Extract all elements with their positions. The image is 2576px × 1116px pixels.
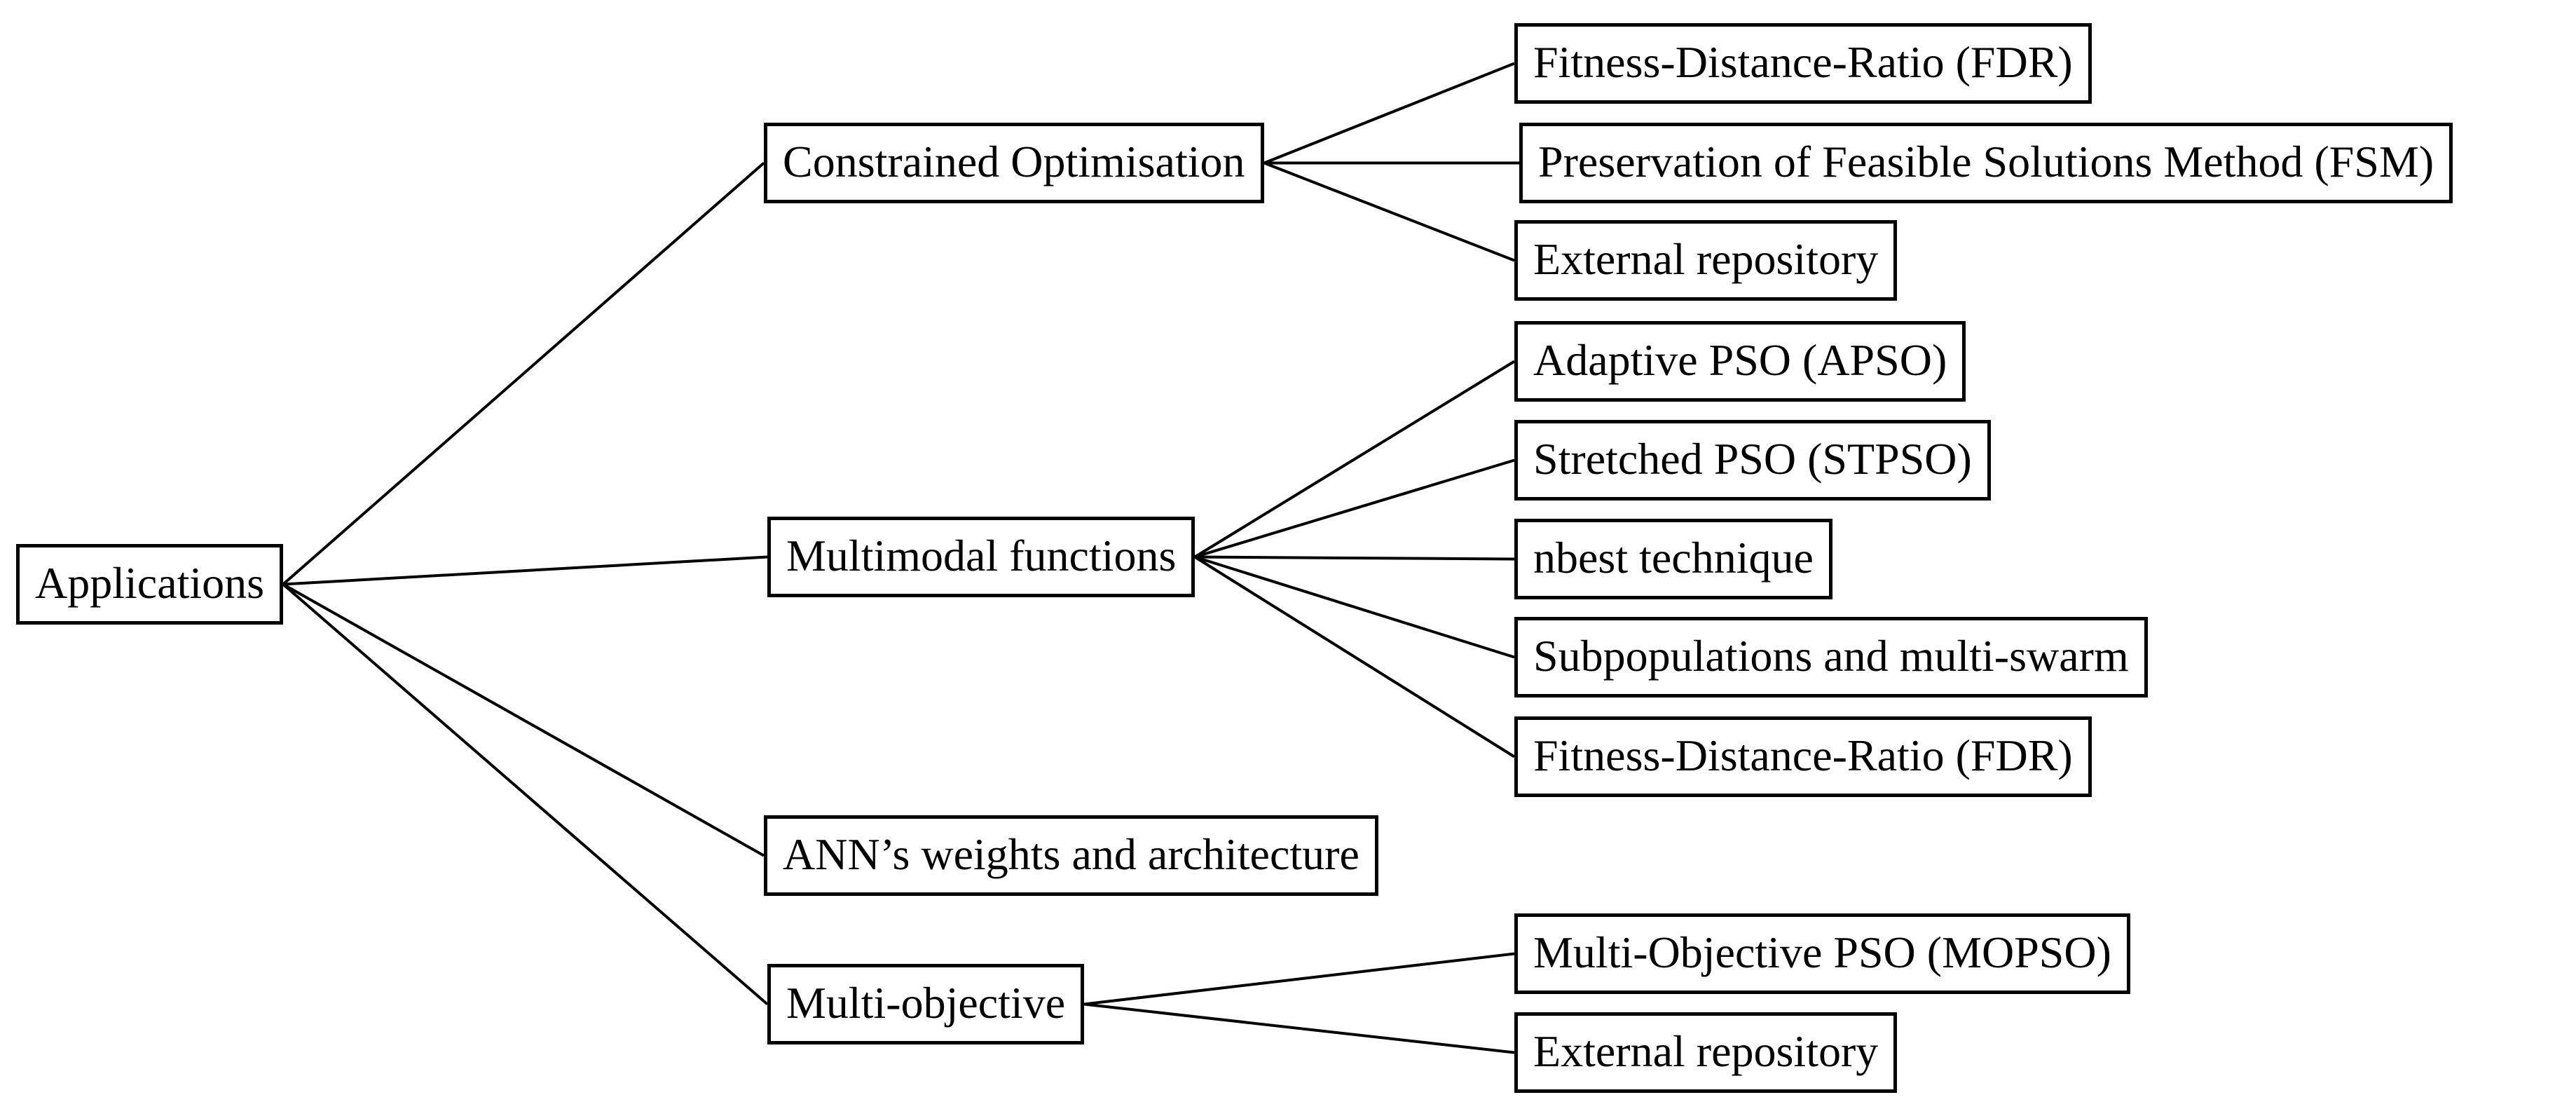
- node-apso: Adaptive PSO (APSO): [1514, 321, 1966, 402]
- node-label: Stretched PSO (STPSO): [1533, 434, 1972, 484]
- edge-multi-objective-to-mopso: [1083, 952, 1515, 1006]
- node-mopso: Multi-Objective PSO (MOPSO): [1514, 913, 2130, 995]
- edge-multi-objective-to-external-repository-2: [1083, 1002, 1515, 1054]
- node-label: Subpopulations and multi-swarm: [1533, 631, 2129, 681]
- node-label: Multi-objective: [786, 978, 1066, 1028]
- node-label: Preservation of Feasible Solutions Metho…: [1538, 137, 2434, 186]
- node-applications: Applications: [16, 544, 284, 625]
- node-label: Applications: [35, 558, 265, 608]
- node-label: External repository: [1533, 234, 1879, 284]
- edge-multimodal-functions-to-nbest: [1194, 555, 1515, 561]
- node-label: Adaptive PSO (APSO): [1533, 335, 1947, 385]
- node-label: nbest technique: [1533, 533, 1814, 583]
- node-constrained-optimisation: Constrained Optimisation: [764, 123, 1264, 204]
- node-label: Fitness-Distance-Ratio (FDR): [1533, 730, 2073, 780]
- node-label: Multi-Objective PSO (MOPSO): [1533, 927, 2111, 977]
- edge-multimodal-functions-to-subpopulations: [1194, 555, 1515, 659]
- node-fsm: Preservation of Feasible Solutions Metho…: [1519, 123, 2453, 204]
- edge-applications-to-ann-weights: [282, 583, 765, 857]
- node-fdr-1: Fitness-Distance-Ratio (FDR): [1514, 23, 2092, 104]
- node-label: Multimodal functions: [786, 531, 1177, 580]
- edge-constrained-optimisation-to-external-repository-1: [1263, 161, 1515, 262]
- edge-multimodal-functions-to-fdr-2: [1193, 555, 1516, 758]
- edge-applications-to-multimodal-functions: [282, 555, 768, 586]
- node-label: Fitness-Distance-Ratio (FDR): [1533, 37, 2073, 87]
- edge-applications-to-constrained-optimisation: [282, 161, 765, 586]
- node-label: Constrained Optimisation: [783, 137, 1245, 186]
- node-label: ANN’s weights and architecture: [783, 829, 1359, 879]
- node-multimodal-functions: Multimodal functions: [767, 517, 1195, 598]
- node-fdr-2: Fitness-Distance-Ratio (FDR): [1514, 716, 2092, 798]
- node-multi-objective: Multi-objective: [767, 964, 1085, 1045]
- edge-constrained-optimisation-to-fdr-1: [1263, 62, 1515, 165]
- node-external-repository-2: External repository: [1514, 1012, 1898, 1094]
- node-ann-weights: ANN’s weights and architecture: [764, 815, 1378, 897]
- edge-multimodal-functions-to-stpso: [1194, 458, 1515, 559]
- node-label: External repository: [1533, 1026, 1879, 1076]
- edge-applications-to-multi-objective: [282, 583, 769, 1006]
- edge-multimodal-functions-to-apso: [1193, 360, 1516, 559]
- node-external-repository-1: External repository: [1514, 220, 1898, 301]
- node-stpso: Stretched PSO (STPSO): [1514, 420, 1991, 501]
- node-subpopulations: Subpopulations and multi-swarm: [1514, 617, 2148, 698]
- node-nbest: nbest technique: [1514, 519, 1832, 600]
